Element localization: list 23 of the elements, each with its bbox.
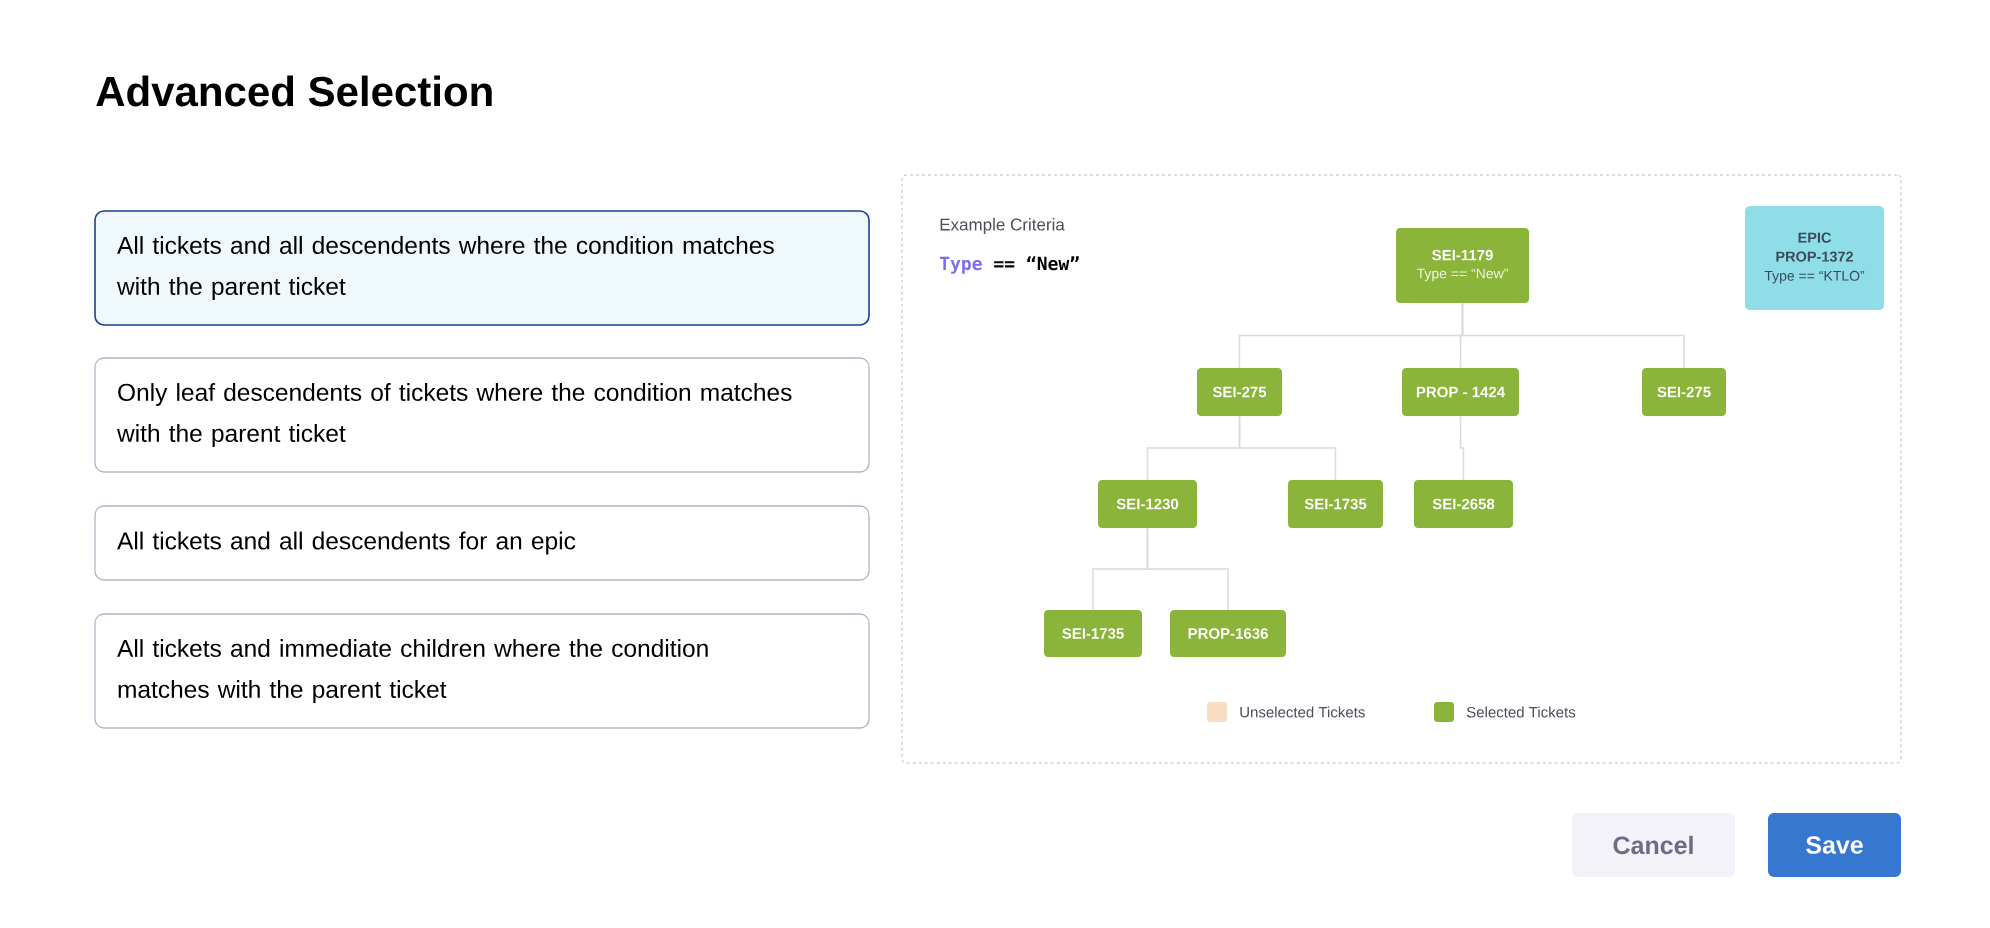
connector-line — [1146, 527, 1229, 611]
ticket-box: SEI-1230 — [1098, 480, 1197, 528]
ticket-box: SEI-1179 Type == “New” — [1396, 228, 1529, 303]
legend-label: Unselected Tickets — [1240, 706, 1365, 718]
ticket-box: SEI-275 — [1197, 368, 1282, 416]
cancel-button: Cancel — [1572, 813, 1735, 877]
ticket-box: SEI-1735 — [1288, 480, 1383, 528]
ticket-box: SEI-275 — [1642, 368, 1726, 416]
legend-label: Selected Tickets — [1466, 706, 1576, 718]
ticket-box: PROP - 1424 — [1402, 368, 1519, 416]
option-box: All tickets and all descendents where the condition matches with the parent ticket — [94, 210, 870, 326]
epic-box: EPIC PROP-1372 Type == “KTLO” — [1745, 206, 1884, 310]
option-box: All tickets and immediate children where the condition matches with the parent ticket — [94, 613, 870, 729]
title: Advanced Selection — [96, 75, 492, 107]
ticket-box: SEI-1735 — [1044, 610, 1142, 657]
option-box: All tickets and all descendents for an epic — [94, 505, 870, 581]
ticket-box: SEI-2658 — [1414, 480, 1513, 528]
ticket-box: PROP-1636 — [1170, 610, 1286, 657]
connector-line — [1461, 302, 1685, 369]
option-box: Only leaf descendents of tickets where the condition matches with the parent ticket — [94, 357, 870, 473]
connector-line — [1238, 415, 1337, 481]
save-button: Save — [1768, 813, 1901, 877]
connector-line — [1459, 415, 1465, 481]
